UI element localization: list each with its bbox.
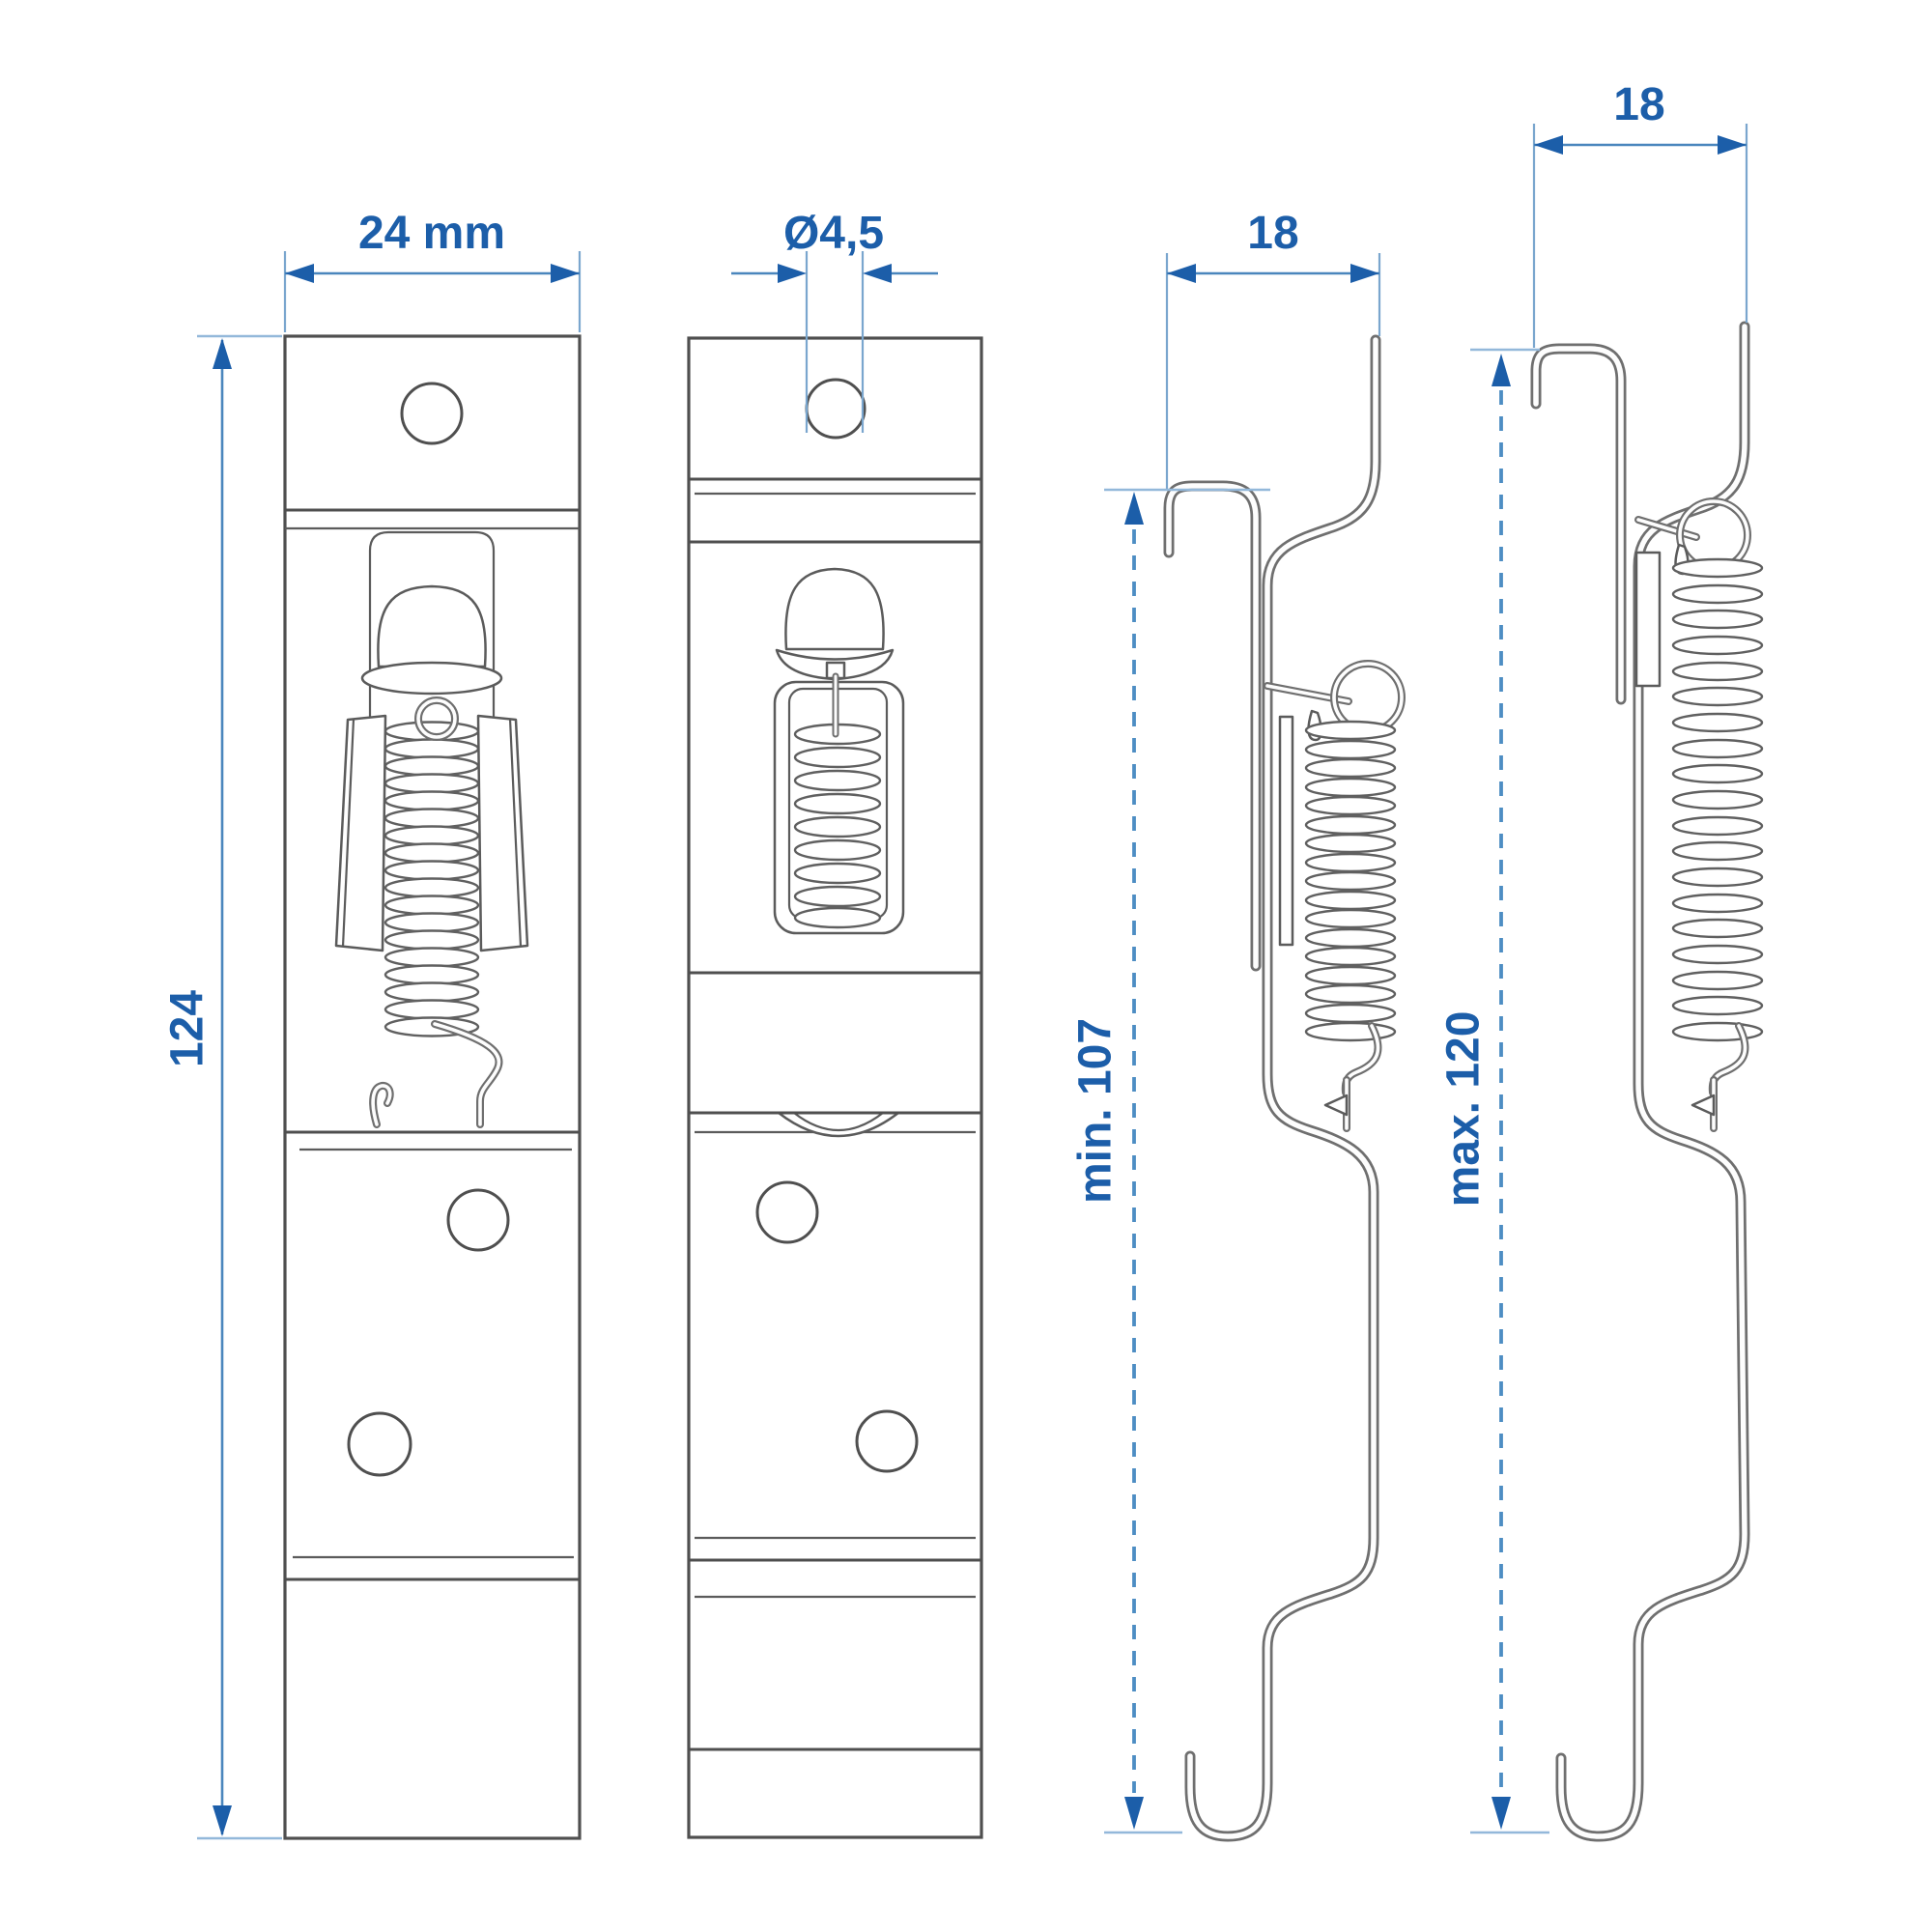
back-body-outline	[687, 336, 983, 1839]
front-channel	[368, 530, 496, 947]
back-hole-label: Ø4,5	[783, 208, 884, 259]
side-max-width-label: 18	[1613, 79, 1664, 130]
side-max-slide-plate	[1530, 343, 1627, 705]
side-max-spring	[1671, 557, 1764, 1042]
arrow-left-icon	[1167, 264, 1196, 283]
front-screw-hole-lower	[347, 1411, 412, 1477]
front-view	[283, 334, 582, 1840]
front-body-outline	[283, 334, 582, 1840]
dim-back-hole: Ø4,5	[731, 208, 938, 433]
side-min-slide-plate	[1163, 480, 1262, 972]
front-right-clamp	[476, 714, 529, 952]
arrow-left-icon	[863, 264, 892, 283]
arrow-down-icon	[1492, 1797, 1511, 1830]
side-min-channel-edge	[1278, 715, 1294, 947]
back-top-hole	[805, 378, 867, 440]
dim-side-min-width: 18	[1165, 208, 1381, 489]
front-cap-rim	[360, 661, 503, 696]
arrow-right-icon	[1350, 264, 1379, 283]
dim-side-min-height: min. 107	[1070, 488, 1270, 1834]
back-spring	[793, 723, 882, 929]
front-height-label: 124	[162, 990, 213, 1067]
arrow-up-icon	[1492, 354, 1511, 386]
side-max-anchor-tab	[1690, 1076, 1718, 1132]
side-max-back-strip	[1555, 321, 1750, 1842]
arrow-up-icon	[213, 338, 232, 369]
arrow-right-icon	[551, 264, 580, 283]
back-cap-body	[784, 567, 885, 651]
side-view-max	[1530, 321, 1764, 1842]
side-min-width-label: 18	[1247, 208, 1298, 259]
back-screw-hole-upper	[755, 1180, 819, 1244]
front-screw-hole-upper	[446, 1188, 510, 1252]
side-max-height-label: max. 120	[1438, 1011, 1490, 1208]
arrow-down-icon	[1124, 1797, 1144, 1830]
back-screw-hole-lower	[855, 1409, 919, 1473]
side-max-spring-bar	[1634, 516, 1700, 541]
back-hook-arc-outer	[777, 1111, 900, 1138]
arrow-right-icon	[1718, 135, 1747, 155]
arrow-up-icon	[1124, 492, 1144, 525]
side-view-min	[1163, 334, 1406, 1842]
side-max-channel-edge	[1634, 551, 1662, 688]
front-width-label: 24 mm	[358, 208, 505, 259]
back-hook-arc-inner	[793, 1112, 884, 1131]
dim-front-width: 24 mm	[283, 208, 582, 332]
front-left-clamp	[334, 714, 387, 952]
front-spring-hook	[431, 1020, 503, 1128]
dim-side-max-width: 18	[1532, 79, 1748, 348]
arrow-right-icon	[778, 264, 807, 283]
side-min-back-strip	[1184, 334, 1381, 1842]
dim-side-max-height: max. 120	[1438, 348, 1549, 1834]
front-spring-ring	[414, 696, 459, 741]
arrow-left-icon	[285, 264, 314, 283]
dim-front-height: 124	[162, 334, 282, 1840]
side-min-anchor-tab	[1323, 1076, 1350, 1132]
front-anchor-hook	[369, 1082, 394, 1128]
arrow-left-icon	[1534, 135, 1563, 155]
side-min-height-label: min. 107	[1070, 1018, 1122, 1204]
back-view	[687, 336, 983, 1839]
side-min-spring	[1304, 720, 1397, 1042]
front-top-hole	[400, 382, 464, 445]
front-cap-body	[377, 584, 487, 668]
arrow-down-icon	[213, 1805, 232, 1836]
